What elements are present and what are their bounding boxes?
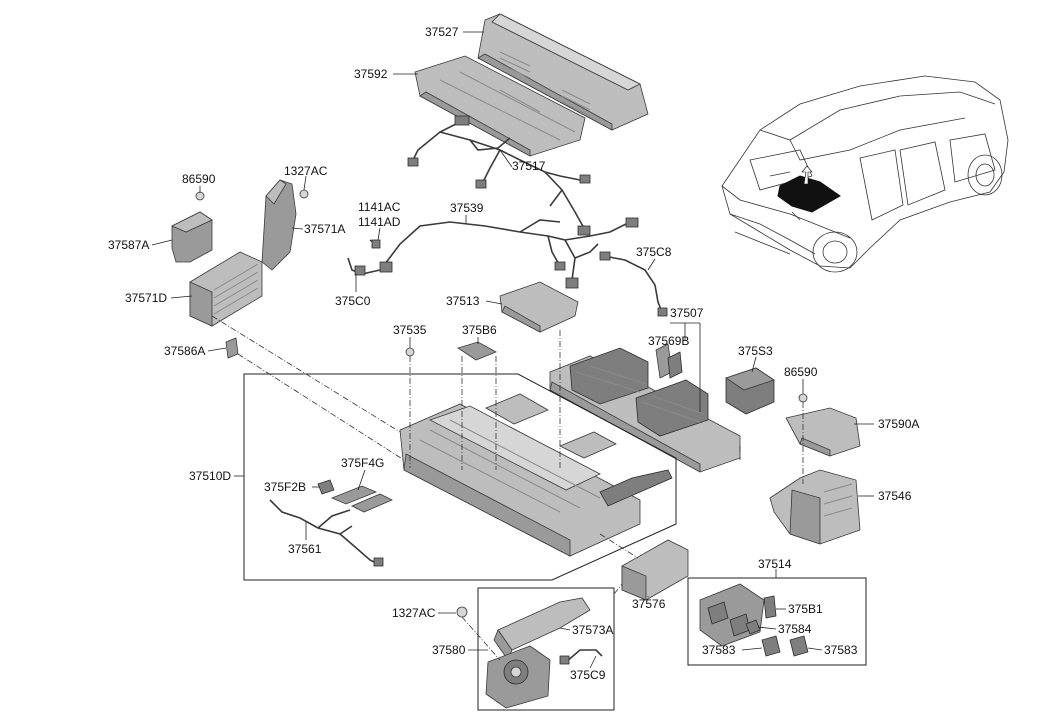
vehicle-locator-illustration — [721, 75, 1009, 273]
part-37590A-duct — [785, 407, 861, 457]
label-1327AC-a: 1327AC — [284, 164, 328, 178]
part-86590-clip — [195, 191, 205, 201]
part-37587A-duct — [171, 211, 213, 263]
label-37576: 37576 — [632, 597, 666, 611]
part-37539-harness — [369, 217, 639, 289]
label-37583-a: 37583 — [702, 643, 736, 657]
part-37592-tray — [414, 55, 586, 157]
label-37513: 37513 — [446, 294, 480, 308]
part-375S3-unit — [725, 367, 775, 415]
part-1327AC-nut — [456, 606, 468, 618]
part-37569B-bracket — [655, 343, 683, 379]
label-375C0: 375C0 — [335, 294, 371, 308]
label-37590A: 37590A — [878, 417, 919, 431]
part-375F2B-sensor — [317, 479, 335, 495]
part-375C9-wire — [559, 649, 603, 665]
part-37583-relay-a — [761, 635, 781, 657]
label-375C8: 375C8 — [636, 245, 672, 259]
label-1141AD: 1141AD — [358, 215, 401, 229]
label-37510D: 37510D — [189, 469, 231, 483]
part-375F4G-pad — [330, 485, 393, 513]
label-86590-b: 86590 — [784, 365, 818, 379]
assembly-37580-boundary — [477, 587, 615, 711]
label-37535: 37535 — [393, 323, 427, 337]
label-37592: 37592 — [354, 67, 388, 81]
label-37586A: 37586A — [164, 344, 205, 358]
label-37573A: 37573A — [572, 623, 613, 637]
part-375B6-bracket — [457, 341, 497, 361]
label-37561: 37561 — [288, 542, 322, 556]
part-37535-bolt — [405, 347, 415, 357]
part-375C8-wire — [599, 251, 668, 317]
label-37584: 37584 — [778, 622, 812, 636]
label-37517: 37517 — [512, 159, 546, 173]
part-labels: 37527 37592 37517 86590 1327AC 37587A 37… — [108, 25, 919, 682]
label-375C9: 375C9 — [570, 668, 606, 682]
leader-lines — [151, 31, 874, 669]
label-375B6: 375B6 — [462, 323, 497, 337]
part-37571D-duct — [189, 251, 263, 327]
label-37580: 37580 — [432, 643, 466, 657]
label-37539: 37539 — [450, 201, 484, 215]
label-37507: 37507 — [670, 306, 704, 320]
part-37507-battery-module — [549, 347, 741, 473]
alignment-lines — [211, 315, 804, 661]
assembly-37510D-boundary — [243, 373, 677, 581]
part-37546-duct — [769, 469, 861, 545]
part-37586A-bracket — [225, 337, 239, 359]
part-37517-harness — [407, 115, 591, 236]
part-37571A-duct — [261, 179, 309, 271]
part-37584-relay — [745, 619, 761, 635]
part-37576-duct — [621, 539, 689, 601]
label-37587A: 37587A — [108, 238, 149, 252]
assembly-37514-boundary — [687, 577, 867, 666]
part-375C0-wire — [347, 257, 381, 276]
label-37571D: 37571D — [125, 291, 167, 305]
label-37527: 37527 — [425, 25, 459, 39]
label-37546: 37546 — [878, 489, 912, 503]
label-1327AC-b: 1327AC — [392, 606, 436, 620]
part-37510D-housing — [399, 393, 673, 557]
label-37569B: 37569B — [648, 334, 689, 348]
label-375S3: 375S3 — [738, 344, 773, 358]
part-37583-relay-b — [789, 635, 809, 657]
label-37571A: 37571A — [304, 222, 345, 236]
part-37580-blower — [485, 645, 551, 709]
part-37513-module — [499, 281, 579, 333]
label-37583-b: 37583 — [824, 643, 858, 657]
part-86590-clip-b — [798, 393, 808, 403]
part-37573A-duct — [493, 597, 591, 661]
part-375B1-fuse — [763, 595, 777, 619]
part-37514-junction-box — [699, 583, 765, 647]
label-86590-a: 86590 — [182, 172, 216, 186]
label-375B1: 375B1 — [788, 602, 823, 616]
label-37514: 37514 — [758, 557, 792, 571]
label-375F2B: 375F2B — [264, 480, 306, 494]
part-37561-harness — [269, 499, 384, 567]
label-375F4G: 375F4G — [341, 456, 384, 470]
label-1141AC: 1141AC — [358, 200, 401, 214]
part-37527-cover — [477, 13, 649, 131]
